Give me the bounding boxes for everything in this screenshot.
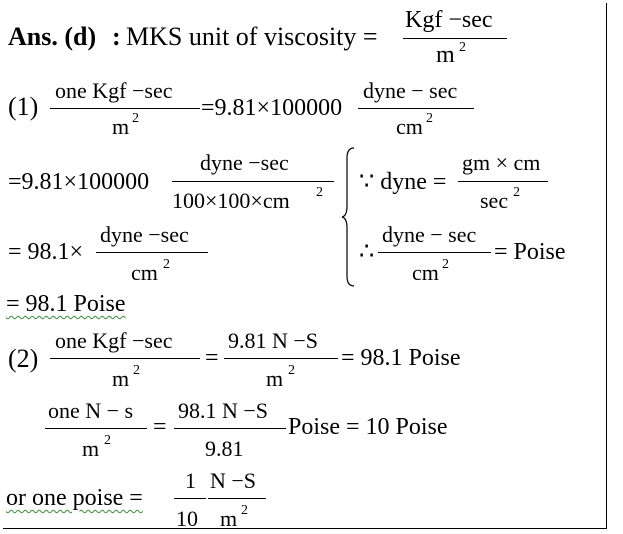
step-5-mid-bar: [174, 428, 286, 429]
note-1-bar: [458, 181, 548, 182]
step-5-mid-denominator: 9.81: [205, 436, 244, 461]
step-6-frac1-bar: [174, 498, 206, 499]
answer-fraction-exponent: 2: [459, 40, 466, 55]
answer-frame: [3, 3, 607, 529]
step-3-exponent: 2: [163, 257, 170, 272]
left-brace: [341, 147, 355, 287]
step-1-rhs-denominator: cm: [396, 114, 423, 139]
step-3-lead: = 98.1×: [8, 239, 84, 265]
step-4-rhs: = 98.1 Poise: [341, 345, 461, 371]
note-2-therefore: ∴: [359, 239, 375, 265]
step-4-mid-exponent: 2: [288, 363, 295, 378]
step-6-lead: or one poise =: [6, 485, 143, 511]
step-4-mid-denominator: m: [266, 366, 284, 391]
step-1-rhs-bar: [358, 108, 474, 109]
step-5-lhs-bar: [45, 428, 147, 429]
step-2-denominator: 100×100×cm: [172, 188, 290, 213]
note-1-denominator: sec: [480, 188, 509, 213]
note-2-denominator: cm: [412, 260, 439, 285]
step-1-middle: =9.81×100000: [201, 95, 343, 121]
answer-fraction-numerator: Kgf −sec: [405, 7, 493, 33]
step-6-frac2-bar: [208, 498, 266, 499]
step-3-numerator: dyne −sec: [100, 222, 189, 247]
step-4-equals: =: [205, 345, 219, 371]
step-4-mid-numerator: 9.81 N −S: [228, 328, 319, 353]
step-6-frac2-numerator: N −S: [210, 468, 257, 493]
note-2-numerator: dyne − sec: [382, 222, 477, 247]
step-6-frac2-exponent: 2: [241, 503, 248, 518]
note-1-because: ∵ dyne =: [359, 169, 447, 195]
step-6-frac1-numerator: 1: [185, 468, 196, 493]
step-2-exponent: 2: [316, 185, 323, 200]
step-3-denominator: cm: [131, 260, 158, 285]
answer-fraction-denominator: m: [436, 42, 455, 68]
answer-label: Ans. (d): [8, 22, 97, 51]
step-1-lhs-numerator: one Kgf −sec: [55, 78, 173, 103]
step-1-rhs-numerator: dyne − sec: [363, 78, 458, 103]
note-1-numerator: gm × cm: [462, 150, 541, 175]
step-5-equals: =: [153, 414, 167, 440]
note-2-exponent: 2: [442, 257, 449, 272]
step-6-frac2-denominator: m: [220, 506, 238, 531]
step-3-bar: [96, 252, 208, 253]
step-1-lhs-bar: [50, 108, 200, 109]
answer-colon: :: [112, 22, 121, 51]
step-2-lead: =9.81×100000: [8, 169, 150, 195]
step-5-mid-numerator: 98.1 N −S: [178, 398, 269, 423]
step-5-rhs: Poise = 10 Poise: [288, 414, 448, 440]
step-4-mid-bar: [224, 358, 338, 359]
note-1-exponent: 2: [513, 185, 520, 200]
note-2-bar: [378, 252, 491, 253]
answer-text: MKS unit of viscosity =: [126, 22, 378, 51]
step-5-lhs-denominator: m: [82, 436, 100, 461]
step-4-lhs-numerator: one Kgf −sec: [55, 328, 173, 353]
step-2-bar: [172, 181, 334, 182]
step-2-numerator: dyne −sec: [200, 150, 289, 175]
result-1: = 98.1 Poise: [6, 291, 126, 317]
step-4-label: (2): [8, 344, 39, 373]
step-1-label: (1): [8, 92, 39, 121]
answer-fraction-bar: [403, 38, 507, 39]
step-4-lhs-bar: [50, 358, 200, 359]
step-4-lhs-exponent: 2: [133, 363, 140, 378]
step-4-lhs-denominator: m: [112, 366, 130, 391]
step-6-frac1-denominator: 10: [176, 506, 198, 531]
note-2-rhs: = Poise: [494, 239, 566, 265]
step-5-lhs-numerator: one N − s: [48, 398, 134, 423]
step-1-lhs-exponent: 2: [132, 111, 139, 126]
step-1-rhs-exponent: 2: [426, 111, 433, 126]
step-1-lhs-denominator: m: [112, 114, 130, 139]
step-5-lhs-exponent: 2: [104, 433, 111, 448]
